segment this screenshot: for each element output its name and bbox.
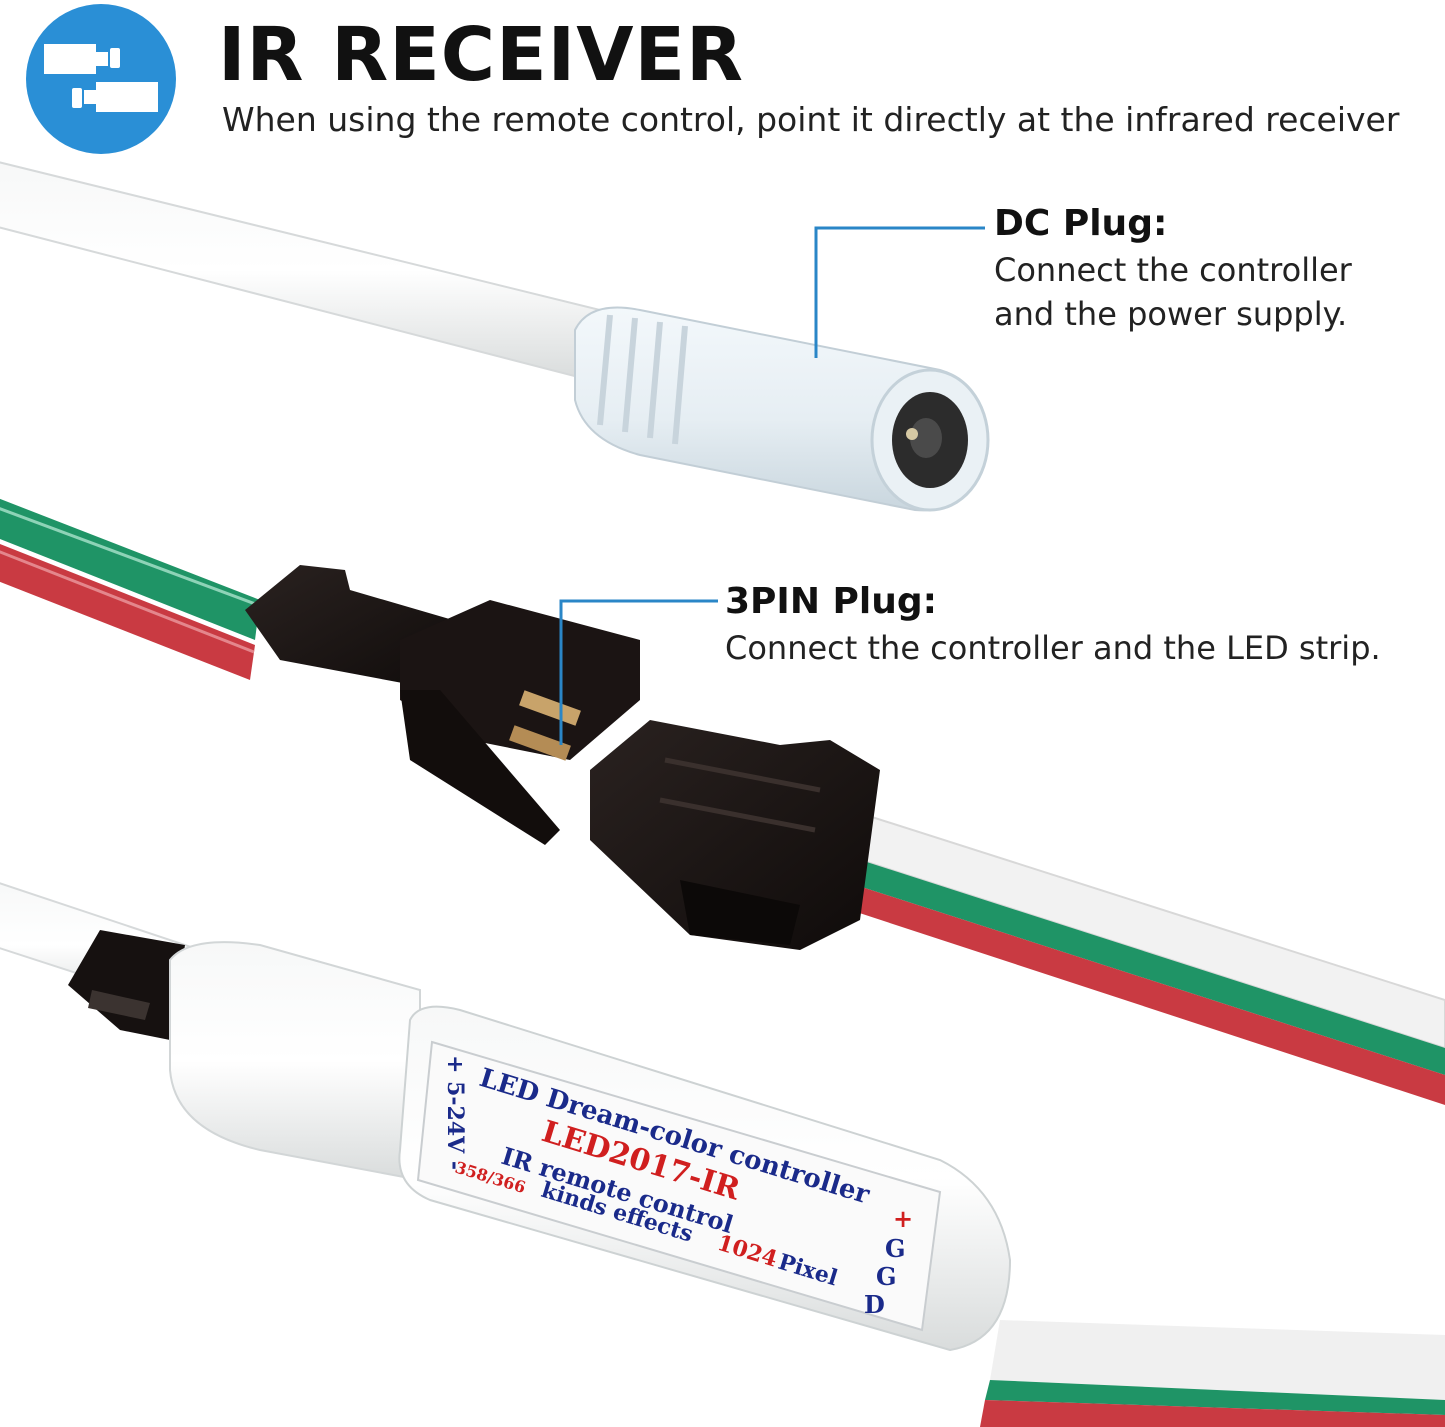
controller-label-pin-g2: G [876, 1262, 897, 1291]
3pin-plug-title: 3PIN Plug: [725, 581, 938, 622]
dc-plug-title: DC Plug: [994, 203, 1168, 244]
3pin-connector-female [245, 565, 640, 845]
led-strip-wires-right [835, 808, 1445, 1105]
controller-label-voltage: + 5-24V - [442, 1055, 468, 1170]
3pin-plug-description: Connect the controller and the LED strip… [725, 629, 1381, 667]
page-title: IR RECEIVER [218, 12, 745, 98]
connector-plug-icon [26, 4, 176, 154]
controller-label-pin-g1: G [885, 1234, 906, 1263]
3pin-callout-line [559, 599, 718, 745]
dc-cable [0, 161, 602, 382]
dc-plug [574, 306, 990, 512]
dc-callout-line [814, 226, 985, 358]
ir-receiver-head [68, 930, 185, 1040]
controller-body [169, 941, 1012, 1352]
dc-plug-description-line1: Connect the controller [994, 251, 1352, 289]
controller-label-pin-plus: + [893, 1204, 913, 1233]
controller-label-pin-d: D [864, 1290, 885, 1319]
page-subtitle: When using the remote control, point it … [222, 100, 1400, 139]
led-strip-wires-left [0, 498, 260, 680]
dc-plug-description-line2: and the power supply. [994, 295, 1348, 333]
3pin-connector-male [590, 720, 880, 950]
